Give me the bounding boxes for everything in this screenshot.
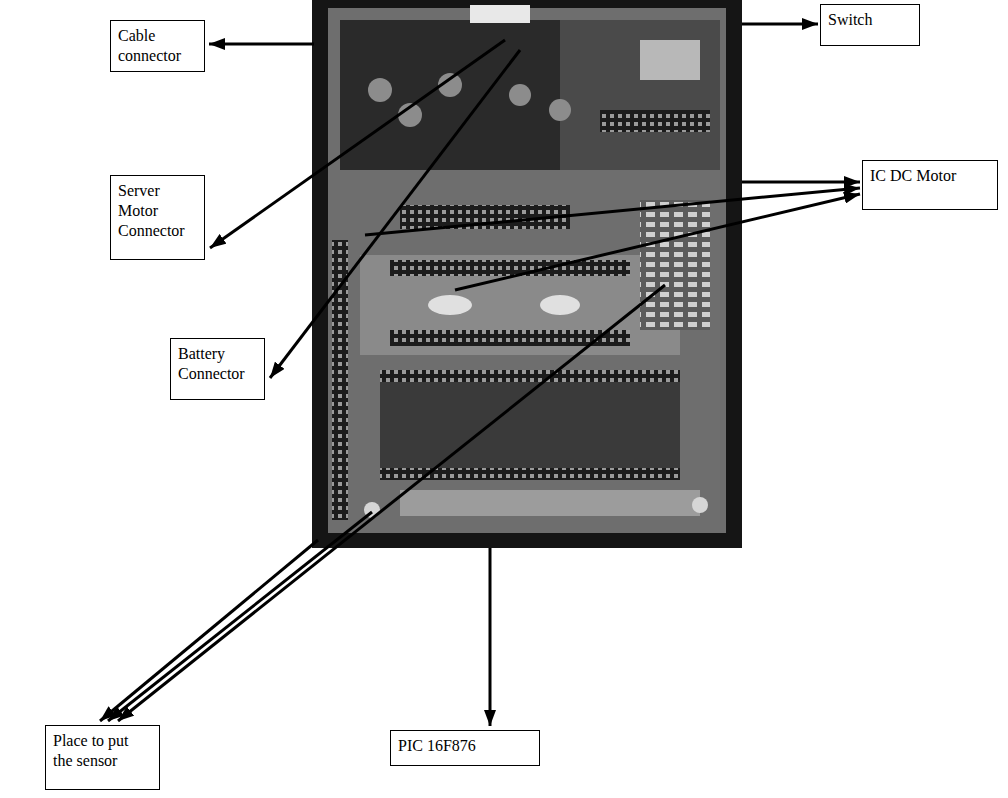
callout-box: Battery Connector [170,338,265,400]
callout-box: PIC 16F876 [390,730,540,766]
callout-text: PIC 16F876 [398,736,532,756]
leader-arrow [270,50,520,378]
pin-row [390,260,630,276]
capacitor [549,99,571,121]
motor-driver-ic [600,110,710,132]
cpu-area [360,255,680,355]
sensor-header [400,490,700,516]
callout-text: Place to put the sensor [53,731,152,771]
callout-text: Battery Connector [178,344,257,384]
leader-arrow [108,512,372,721]
resistor-array [640,200,710,330]
callout-text: Cable connector [118,26,197,66]
callout-box: Place to put the sensor [45,725,160,790]
callout-box: Cable connector [110,20,205,72]
motor-section [560,20,720,170]
callout-box: Switch [820,4,920,46]
capacitor [368,78,392,102]
leader-arrow [742,181,860,184]
callout-text: Switch [828,10,912,30]
callout-text: IC DC Motor [870,166,990,186]
crystal [540,295,580,315]
leader-arrow [100,540,318,721]
screw-hole [692,497,708,513]
leader-arrow [118,285,665,721]
header-pins [332,240,348,520]
power-section [340,20,560,170]
callout-box: Server Motor Connector [110,175,205,260]
callout-text: Server Motor Connector [118,181,197,241]
leader-arrow [210,40,505,248]
leader-arrow [209,43,314,46]
capacitor [509,84,531,106]
switch-part [640,40,700,80]
pin-row [390,330,630,346]
pin-row [380,370,680,382]
crystal [428,295,472,315]
leader-arrows [100,24,860,726]
callout-box: IC DC Motor [862,160,998,210]
cable-connector-part [470,5,530,23]
pic-chip [380,370,680,480]
pcb-board [328,8,726,533]
leader-arrow [489,548,492,726]
leader-arrow [455,194,860,290]
leader-arrow [742,23,818,26]
